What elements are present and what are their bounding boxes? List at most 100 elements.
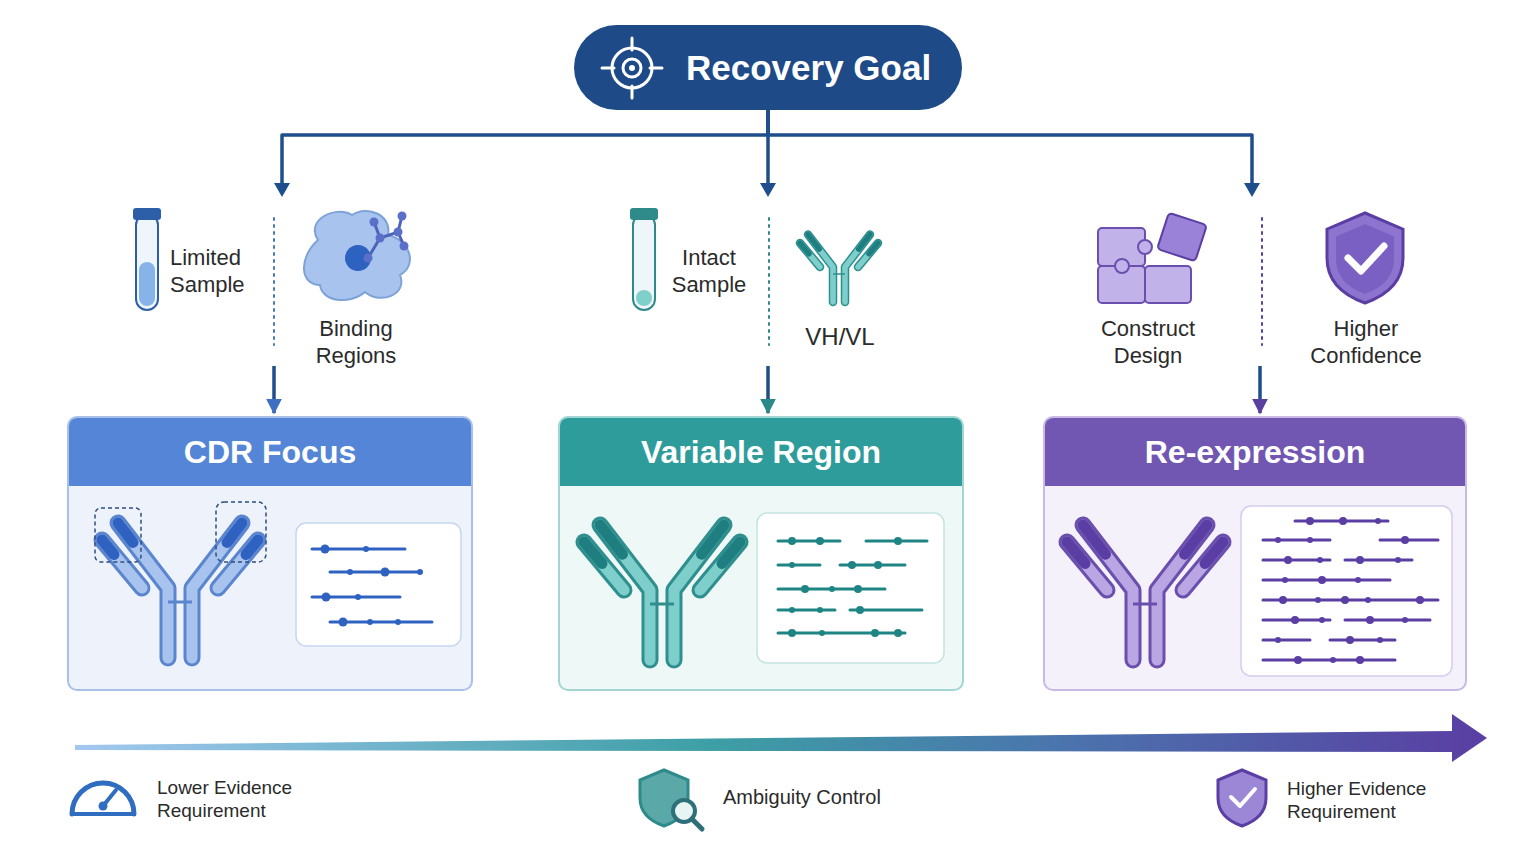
sequence-line bbox=[1345, 559, 1412, 562]
sequence-line bbox=[1263, 639, 1310, 642]
sequence-dot bbox=[1315, 597, 1321, 603]
sequence-dot bbox=[1339, 517, 1347, 525]
chain-fill bbox=[102, 540, 142, 588]
strategy-box: Re-expression bbox=[1043, 416, 1467, 691]
strategy-box: CDR Focus bbox=[67, 416, 473, 691]
sequence-dot bbox=[1402, 617, 1408, 623]
sequence-dot bbox=[829, 586, 835, 592]
target-tick bbox=[631, 38, 634, 50]
variable-domain bbox=[1205, 542, 1223, 564]
chain-outline bbox=[118, 523, 168, 658]
sequence-dot bbox=[1355, 577, 1361, 583]
ligand-atom bbox=[370, 218, 379, 227]
test-tube-icon bbox=[133, 208, 161, 310]
sequence-dot bbox=[894, 629, 902, 637]
sequence-dot bbox=[367, 619, 373, 625]
sequence-dot bbox=[1341, 596, 1349, 604]
sequence-dot bbox=[1401, 536, 1409, 544]
sequence-panel bbox=[296, 523, 461, 646]
hinge bbox=[168, 601, 192, 604]
chain-outline bbox=[218, 540, 258, 588]
variable-domain bbox=[859, 235, 870, 250]
scale-label: Higher Evidence Requirement bbox=[1287, 777, 1457, 823]
protein-blob bbox=[304, 211, 410, 300]
sequence-rows bbox=[312, 545, 432, 627]
dotted-guide bbox=[768, 218, 770, 345]
chain-outline bbox=[600, 525, 650, 660]
hinge bbox=[833, 273, 845, 275]
sequence-dot bbox=[1377, 637, 1383, 643]
sequence-line bbox=[778, 588, 885, 591]
sequence-dot bbox=[856, 606, 864, 614]
ligand-atom bbox=[400, 242, 409, 251]
goal-pill: Recovery Goal bbox=[574, 25, 962, 110]
variable-domain bbox=[702, 525, 725, 554]
chain-outline bbox=[845, 235, 870, 303]
ligand-atom bbox=[376, 234, 385, 243]
sequence-line bbox=[1263, 539, 1330, 542]
magnifier-handle bbox=[692, 819, 702, 829]
box-heading: Re-expression bbox=[1045, 418, 1465, 486]
gauge-arc bbox=[72, 783, 134, 814]
chain-fill bbox=[118, 523, 168, 658]
sample-label: Limited Sample bbox=[170, 244, 262, 298]
variable-domain bbox=[246, 540, 258, 554]
chain-outline bbox=[1067, 542, 1107, 590]
dotted-guide bbox=[273, 218, 275, 345]
box-heading: Variable Region bbox=[560, 418, 962, 486]
sequence-dot bbox=[1356, 656, 1364, 664]
sequence-line bbox=[1263, 619, 1330, 622]
sequence-dot bbox=[1395, 557, 1401, 563]
sequence-line bbox=[1263, 599, 1438, 602]
sequence-dot bbox=[1365, 597, 1371, 603]
chain-outline bbox=[700, 542, 740, 590]
ligand-bonds bbox=[368, 216, 404, 258]
shield bbox=[1218, 770, 1266, 826]
chain-fill bbox=[1083, 525, 1133, 660]
chain-fill bbox=[845, 235, 870, 303]
branch-arrowhead bbox=[274, 183, 290, 197]
chain-fill bbox=[858, 243, 878, 267]
sequence-dot bbox=[819, 630, 825, 636]
chain-fill bbox=[808, 235, 833, 303]
sequence-dot bbox=[1282, 577, 1288, 583]
sequence-dot bbox=[395, 619, 401, 625]
sequence-dot bbox=[347, 569, 353, 575]
sequence-dot bbox=[1318, 576, 1326, 584]
sequence-dot bbox=[871, 629, 879, 637]
sequence-line bbox=[778, 609, 835, 612]
variable-domain bbox=[584, 542, 602, 564]
tube-liquid bbox=[139, 262, 155, 306]
check-mark bbox=[1348, 246, 1384, 271]
variable-domain bbox=[102, 540, 114, 554]
tube-body bbox=[136, 214, 158, 310]
sequence-dot bbox=[1375, 518, 1381, 524]
sample-label: Intact Sample bbox=[663, 244, 755, 298]
dotted-guide bbox=[1261, 218, 1263, 345]
connector-layer bbox=[274, 110, 1260, 413]
chain-fill bbox=[584, 542, 624, 590]
sequence-line bbox=[312, 596, 400, 599]
sequence-dot bbox=[1284, 556, 1292, 564]
sequence-dot bbox=[381, 568, 390, 577]
hinge bbox=[650, 603, 674, 606]
sequence-dot bbox=[801, 585, 809, 593]
puzzle-piece bbox=[1098, 228, 1145, 266]
branch-connector bbox=[274, 110, 768, 413]
goal-title: Recovery Goal bbox=[686, 48, 931, 88]
sequence-line bbox=[330, 571, 420, 574]
gauge-hub bbox=[99, 802, 108, 811]
sequence-dot bbox=[894, 537, 902, 545]
sequence-dot bbox=[1307, 537, 1313, 543]
chain-outline bbox=[102, 540, 142, 588]
illustration bbox=[72, 38, 1487, 829]
shield-check-icon bbox=[1218, 770, 1266, 826]
sequence-dot bbox=[321, 545, 330, 554]
variable-domain bbox=[800, 243, 809, 254]
sequence-dot bbox=[1306, 517, 1314, 525]
variable-domain bbox=[1185, 525, 1208, 554]
binding-pocket bbox=[345, 245, 371, 271]
ligand-atom bbox=[394, 228, 403, 237]
